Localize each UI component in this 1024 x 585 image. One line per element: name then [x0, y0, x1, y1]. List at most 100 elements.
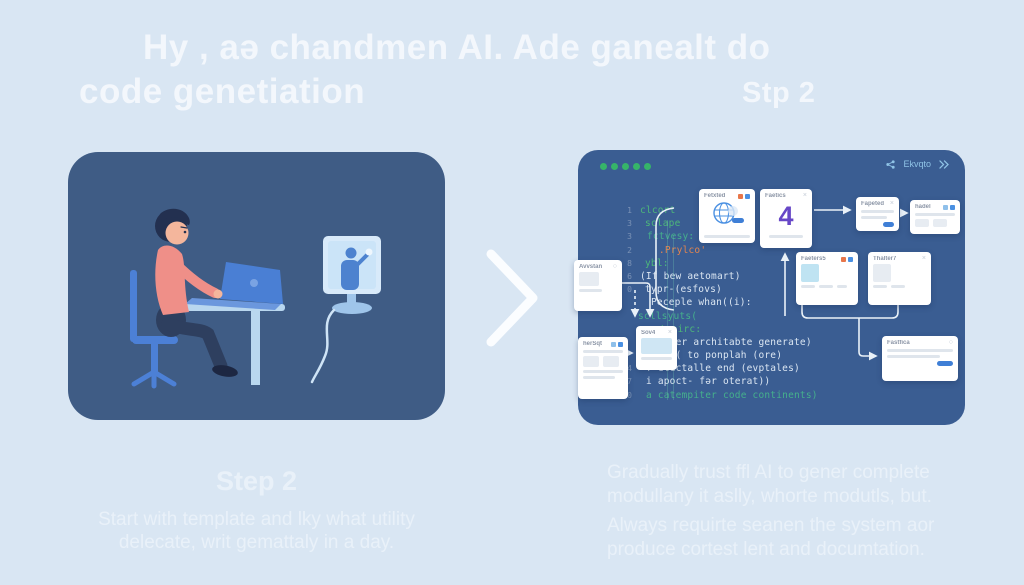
window-dot-icon: [611, 163, 618, 170]
code-bracket-line: [655, 207, 675, 311]
close-icon: ×: [921, 255, 926, 262]
code-line: 3 sclape: [618, 218, 818, 231]
card-panel-a: Fapeted ×: [856, 197, 899, 231]
code-text: scllsyuts(: [638, 310, 698, 322]
code-line: scllsyuts(: [618, 311, 818, 324]
person-at-desk-illustration: [130, 208, 381, 389]
big-number-value: 4: [778, 201, 794, 231]
close-icon: ×: [667, 329, 672, 336]
blue-badge-icon: [611, 341, 616, 347]
placeholder-line: [583, 370, 623, 373]
placeholder-line: [819, 285, 833, 288]
thumbnail-placeholder: [641, 338, 672, 354]
card-title: Fetxted: [704, 193, 726, 199]
placeholder-line: [887, 355, 940, 358]
card-action: Fastfica ○: [882, 336, 958, 381]
circle-icon: ○: [948, 339, 953, 346]
next-step-chevron-icon: [486, 249, 538, 347]
card-title: Fastfica: [887, 340, 910, 346]
placeholder-line: [769, 235, 803, 238]
action-pill-button: [937, 361, 953, 366]
right-caption: Gradually trust ffl AI to gener complete…: [607, 461, 977, 567]
placeholder-line: [915, 213, 955, 216]
monitor-graphic: [310, 236, 381, 384]
blue-badge-icon: [848, 256, 853, 262]
window-dot-icon: [644, 163, 651, 170]
step-label-top: Stp 2: [742, 77, 816, 109]
right-caption-para2: Always requirte seanen the system aor pr…: [607, 514, 977, 562]
bracket-features: [801, 304, 899, 319]
person-head: [155, 208, 190, 245]
right-caption-line3: Always requirte seanen the system aor: [607, 515, 935, 536]
placeholder-line: [583, 376, 615, 379]
window-dot-icon: [622, 163, 629, 170]
card-title: Faeters5: [801, 256, 826, 262]
placeholder-line: [891, 285, 905, 288]
card-badges: [611, 341, 623, 347]
step-title: Step 2: [215, 466, 298, 496]
card-title: herSqt: [583, 341, 603, 347]
code-text: (If bew aetomart): [640, 270, 741, 282]
thumbnail-placeholder: [933, 219, 947, 227]
line-number: 3: [627, 219, 632, 229]
illustration-panel: [68, 152, 445, 420]
orange-badge-icon: [841, 256, 846, 262]
thumbnail-placeholder: [583, 356, 599, 367]
thumbnail-placeholder: [579, 272, 599, 286]
code-text: clcort: [640, 205, 676, 216]
placeholder-line: [873, 285, 887, 288]
close-icon: ×: [889, 200, 894, 207]
blue-badge-icon: [950, 204, 955, 210]
flow-connectors: [622, 205, 909, 400]
line-number: 7: [627, 377, 632, 387]
thumbnail-placeholder: [603, 356, 619, 367]
right-caption-line2: modullany it aslly, whorte modutls, but.: [607, 486, 932, 507]
code-text: i apoct- fər oterat)): [646, 376, 771, 388]
placeholder-line: [837, 285, 847, 288]
card-module: herSqt: [578, 337, 628, 399]
code-text: '.Prylco': [653, 244, 707, 256]
line-number: 8: [627, 258, 632, 268]
code-text: sclape: [645, 218, 681, 230]
right-caption-para1: Gradually trust ffl AI to gener complete…: [607, 461, 977, 509]
code-line: 2'.Prylco': [618, 245, 818, 258]
code-text: fctvesy:: [647, 231, 695, 243]
laptop-graphic: [185, 262, 283, 310]
placeholder-line: [579, 289, 602, 292]
thumbnail-placeholder: [915, 219, 929, 227]
code-text: Peceple whan((i):: [651, 297, 752, 309]
thumbnail-placeholder: [873, 264, 891, 282]
share-icon: [886, 159, 896, 169]
orange-badge-icon: [738, 193, 743, 199]
card-title: Avvstan: [579, 264, 603, 270]
card-title: Faetics: [765, 193, 786, 199]
page-title-line2: code genetiation: [79, 72, 366, 111]
right-caption-line4: produce cortest lent and documtation.: [607, 539, 925, 560]
card-title: Thalter7: [873, 256, 897, 262]
left-caption: Start with template and lky what utility…: [68, 508, 445, 554]
person-body: [155, 245, 223, 315]
line-number: 4: [627, 364, 632, 374]
card-number: Faetics × 4: [760, 189, 812, 248]
card-badges: [738, 193, 750, 199]
card-preview: Sov4 ×: [636, 326, 677, 370]
close-icon: ×: [802, 192, 807, 199]
placeholder-line: [861, 216, 888, 219]
placeholder-line: [583, 350, 623, 353]
window-dot-icon: [633, 163, 640, 170]
left-caption-line2: delecate, writ gemattaly in a day.: [118, 532, 395, 553]
code-text: typr-(esfovs): [645, 284, 722, 296]
arrow-avatar-elbow: [622, 282, 655, 318]
circle-icon: ○: [612, 263, 617, 270]
forward-icon: [939, 159, 949, 169]
placeholder-line: [861, 210, 894, 213]
blue-badge-icon: [943, 204, 948, 210]
card-globe: Fetxted: [699, 189, 755, 243]
action-pill-button: [883, 222, 894, 227]
line-number: 6: [627, 271, 632, 281]
code-line: 6 (If bew aetomart): [618, 271, 818, 284]
globe-icon: [713, 202, 744, 224]
